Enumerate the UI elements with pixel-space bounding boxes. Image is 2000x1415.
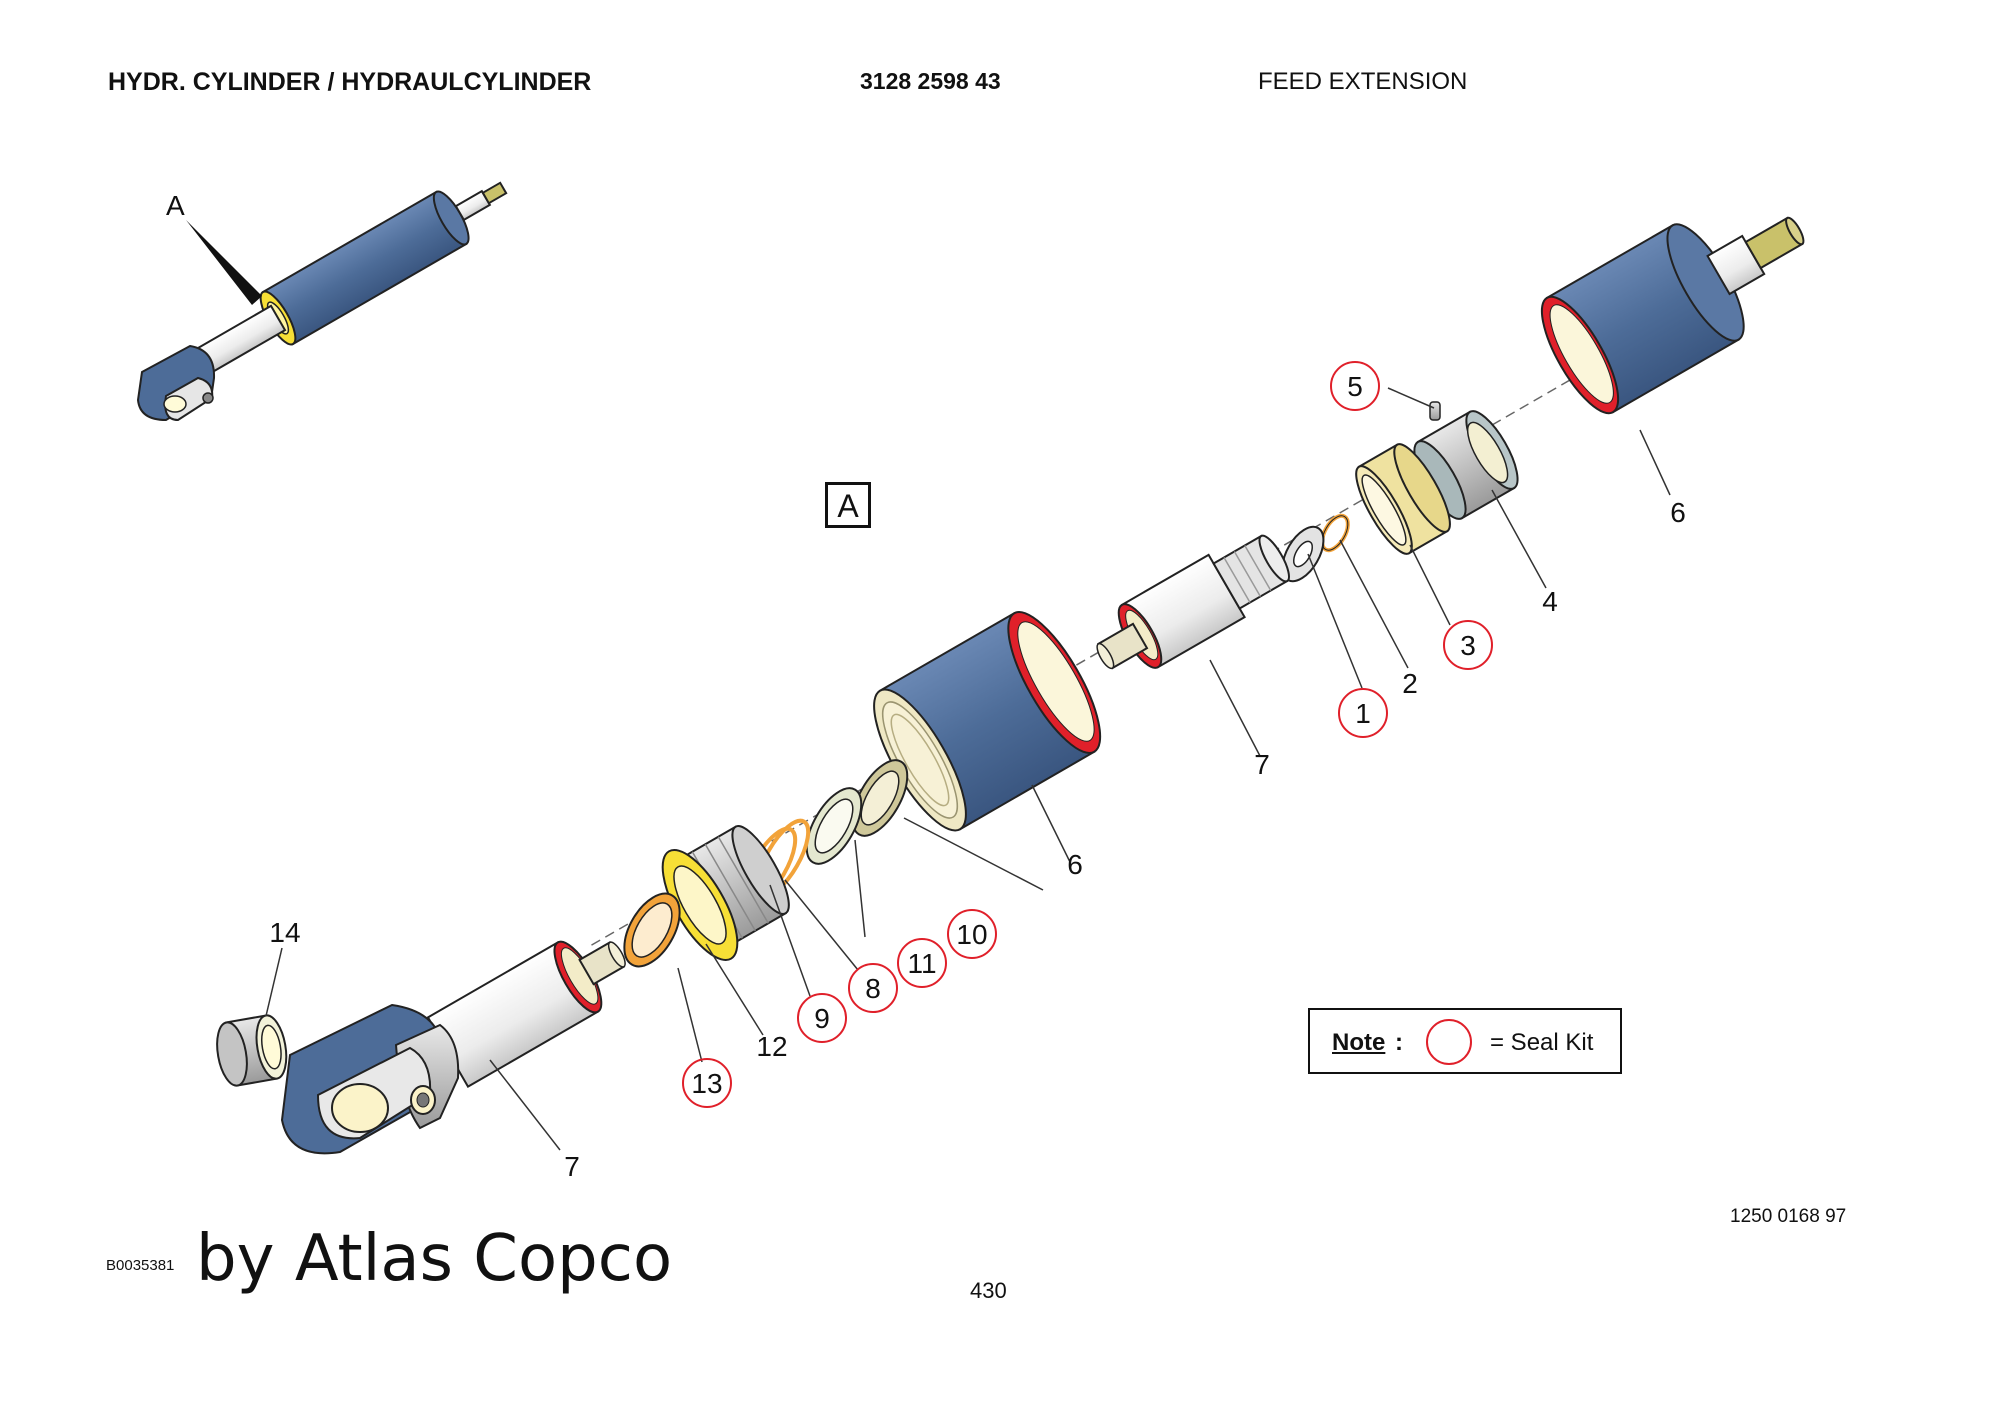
callout-1: 1 [1338, 688, 1388, 738]
page-title: HYDR. CYLINDER / HYDRAULCYLINDER [108, 68, 592, 96]
callout-14: 14 [269, 917, 300, 948]
part-number: 3128 2598 43 [860, 68, 1001, 94]
part-13-wiper [623, 892, 681, 968]
callout-3: 3 [1443, 620, 1493, 670]
svg-text:6: 6 [1670, 497, 1686, 528]
svg-text:13: 13 [691, 1068, 722, 1099]
overview-detail-letter: A [166, 190, 185, 221]
part-5-pin [1429, 401, 1441, 421]
callout-4: 4 [1542, 586, 1558, 617]
svg-text:7: 7 [564, 1151, 580, 1182]
overview-cylinder: A [136, 181, 508, 422]
brand-watermark: by Atlas Copco [196, 1222, 673, 1296]
drawing-number: 1250 0168 97 [1730, 1206, 1847, 1227]
part-10-ring [851, 759, 909, 837]
svg-text:3: 3 [1460, 630, 1476, 661]
part-6-middle-barrel [873, 611, 1102, 832]
note-text: = Seal Kit [1490, 1029, 1594, 1056]
note-label: Note [1332, 1029, 1386, 1056]
callout-2: 2 [1402, 668, 1418, 699]
svg-text:5: 5 [1347, 371, 1363, 402]
svg-text:10: 10 [956, 919, 987, 950]
part-14-bushing [216, 1014, 288, 1087]
callout-11: 11 [897, 938, 947, 988]
part-11-ring [805, 787, 863, 865]
callouts: 1 2 3 4 5 6 6 7 [269, 361, 1686, 1182]
svg-text:7: 7 [1254, 749, 1270, 780]
assembly-axis [589, 379, 1571, 947]
callout-7-upper: 7 [1254, 749, 1270, 780]
svg-text:2: 2 [1402, 668, 1418, 699]
callout-9: 9 [797, 993, 847, 1043]
callout-8: 8 [848, 963, 898, 1013]
callout-12: 12 [756, 1031, 787, 1062]
svg-text:6: 6 [1067, 849, 1083, 880]
page-number: 430 [970, 1278, 1007, 1303]
callout-5: 5 [1330, 361, 1380, 411]
overview-barrel [259, 181, 508, 346]
part-7-lower-rod [426, 940, 626, 1089]
callout-13: 13 [682, 1058, 732, 1108]
svg-text:14: 14 [269, 917, 300, 948]
part-6-upper-barrel [1540, 216, 1805, 415]
overview-clevis [136, 344, 216, 422]
svg-text:9: 9 [814, 1003, 830, 1034]
callout-10: 10 [947, 909, 997, 959]
note-legend: Note : = Seal Kit [1308, 1008, 1622, 1074]
svg-text:11: 11 [907, 948, 936, 979]
svg-text:4: 4 [1542, 586, 1558, 617]
callout-6-upper: 6 [1670, 497, 1686, 528]
seal-kit-circle-icon [1426, 1019, 1472, 1065]
image-code: B0035381 [106, 1257, 175, 1274]
svg-text:8: 8 [865, 973, 881, 1004]
section-name: FEED EXTENSION [1258, 68, 1468, 95]
detail-box-a: A [825, 482, 871, 528]
part-3-guide-ring [1355, 443, 1451, 555]
leader-lines [265, 387, 1671, 1151]
part-7-lower-clevis [280, 1003, 460, 1155]
overview-pointer-arrow [186, 220, 262, 305]
svg-text:1: 1 [1355, 698, 1371, 729]
svg-text:12: 12 [756, 1031, 787, 1062]
note-colon: : [1395, 1029, 1403, 1056]
callout-6-middle: 6 [1067, 849, 1083, 880]
callout-7-lower: 7 [564, 1151, 580, 1182]
part-7-upper-rod [1096, 534, 1290, 670]
